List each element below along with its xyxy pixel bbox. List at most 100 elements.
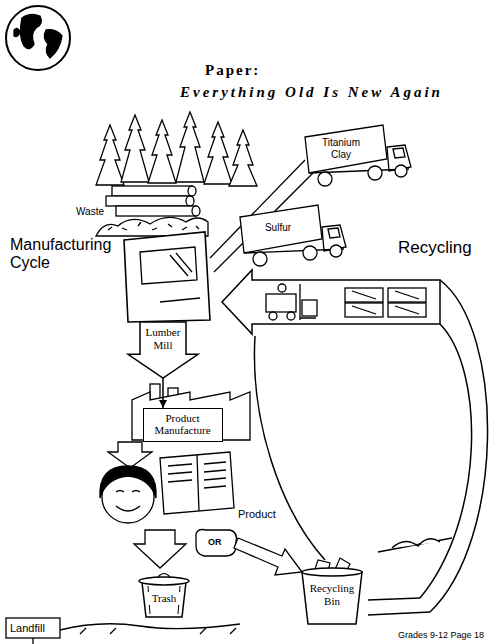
landfill-ground: [32, 638, 33, 644]
recycling-loop: [368, 598, 420, 600]
down-arrow: [134, 530, 186, 568]
log-pile: [188, 186, 196, 196]
recycle-arrow: [234, 538, 302, 575]
recycling-loop: [254, 336, 325, 560]
forklift: [302, 300, 317, 316]
part-label: Product: [238, 508, 276, 521]
titanium-clay-truck: [305, 125, 411, 186]
forklift: [266, 284, 317, 320]
paper-bales: [345, 288, 426, 317]
sulfur-truck: [328, 228, 340, 238]
choice-label: OR: [208, 537, 222, 547]
forklift: [300, 284, 316, 320]
sulfur-truck: [330, 245, 342, 257]
reader-woman: [116, 506, 140, 511]
page-footer: Grades 9-12 Page 18: [398, 630, 484, 640]
log-pile: [192, 206, 200, 216]
title-text: Paper:: [205, 62, 260, 79]
pulp-mill: [160, 298, 200, 302]
trash-can: Trash: [136, 574, 192, 618]
choice-hand: [196, 530, 236, 557]
recycling-loop: [378, 538, 452, 552]
process-box: Product Manufacture: [143, 408, 223, 442]
can-handle: [158, 574, 170, 578]
bin-body: [302, 572, 362, 624]
magazine: [168, 462, 226, 488]
titanium-clay-truck: [393, 148, 405, 158]
node-text: Product Manufacture: [147, 412, 219, 437]
text-block: Lumber Mill: [140, 326, 186, 351]
landfill-ground: [6, 618, 60, 638]
wood-chips: [108, 222, 199, 230]
recycling-loop: [420, 324, 472, 598]
forklift: [269, 312, 277, 320]
node-text: Lumber Mill: [140, 326, 186, 351]
titanium-clay-truck: [395, 165, 407, 177]
node-text: Recycling Bin: [308, 582, 356, 607]
connector: [162, 378, 164, 408]
forest-trees: [121, 115, 149, 182]
subtitle: Everything Old Is New Again: [180, 84, 443, 101]
forest-trees: [148, 120, 176, 183]
log-pile: [116, 206, 196, 216]
forest-trees: [176, 112, 204, 182]
forest-trees: [96, 125, 124, 185]
sulfur-truck: [253, 252, 267, 266]
recycling-panel: [222, 270, 440, 334]
sign-label: Landfill: [10, 622, 45, 635]
reader-woman: [100, 466, 156, 523]
log-pile: [106, 186, 200, 216]
log-pile: [106, 196, 190, 206]
pulp-mill: [170, 253, 192, 276]
pulp-mill: [124, 232, 210, 322]
magazine: [160, 452, 234, 514]
recycle-arrow: [234, 538, 302, 575]
log-pile: [112, 186, 192, 196]
forklift: [278, 284, 286, 292]
forest-trees: [96, 112, 257, 186]
landfill-ground: [80, 628, 236, 634]
reader-woman: [100, 466, 156, 498]
part-label: Waste: [76, 206, 104, 218]
cycle-label: Manufacturing Cycle: [10, 236, 120, 273]
forest-trees: [229, 130, 257, 186]
globe-icon: [20, 14, 41, 48]
cargo-label: Titanium Clay: [315, 137, 367, 160]
recycling-loop: [392, 539, 440, 548]
magazine: [197, 455, 199, 511]
recycling-panel: [222, 270, 440, 334]
pulp-mill: [124, 232, 210, 322]
down-arrow: [108, 442, 152, 468]
bin-rim: [302, 568, 362, 576]
globe-icon: [6, 6, 70, 70]
globe-icon: [6, 6, 70, 70]
node-text: Trash: [146, 592, 182, 605]
globe-icon: [14, 28, 20, 36]
can-lid: [139, 577, 189, 585]
text-block: Product Manufacture: [147, 412, 219, 437]
can-body: [142, 582, 186, 617]
globe-icon: [44, 30, 62, 58]
recycling-loop: [368, 612, 430, 615]
choice-hand: [196, 530, 236, 557]
text-block: Recycling Bin: [308, 582, 356, 607]
reader-woman: [116, 491, 140, 493]
text-block: Trash: [146, 592, 182, 605]
forklift: [287, 312, 295, 320]
process-arrow: Lumber Mill: [128, 322, 198, 378]
arrow-outline: [128, 322, 198, 378]
pulp-mill: [140, 247, 197, 284]
cycle-label: Recycling: [398, 238, 472, 258]
landfill-ground: [60, 624, 240, 630]
forklift: [266, 294, 296, 312]
sulfur-truck: [240, 205, 346, 266]
magazine: [160, 452, 234, 514]
titanium-clay-truck: [318, 172, 332, 186]
sulfur-truck: [303, 246, 317, 260]
landfill-ground: [6, 618, 240, 644]
forest-trees: [204, 122, 232, 184]
cargo-label: Sulfur: [258, 222, 298, 234]
paper-bales: [352, 291, 419, 314]
